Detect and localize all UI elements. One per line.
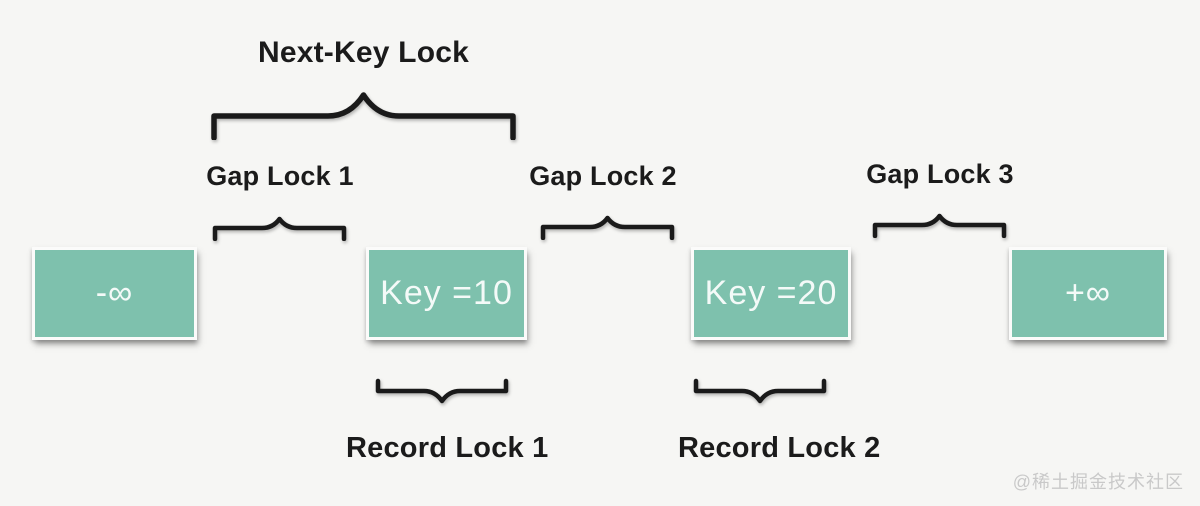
next-key-lock-label: Next-Key Lock	[257, 36, 469, 69]
node-key-20-label: Key =20	[704, 274, 838, 312]
gap-lock-1-label: Gap Lock 1	[206, 161, 354, 191]
node-key-20: Key =20	[691, 247, 851, 340]
record-lock-2-label: Record Lock 2	[678, 432, 881, 464]
gap-lock-2-brace	[540, 215, 675, 240]
node-negative-infinity-label: -∞	[95, 274, 134, 312]
node-positive-infinity-label: +∞	[1064, 274, 1112, 312]
gap-lock-2-label: Gap Lock 2	[529, 161, 677, 191]
record-lock-2-brace	[693, 378, 827, 404]
node-key-10: Key =10	[366, 247, 527, 340]
gap-lock-3-label: Gap Lock 3	[866, 159, 1014, 189]
node-negative-infinity: -∞	[32, 247, 197, 340]
watermark: @稀土掘金技术社区	[1012, 472, 1184, 492]
record-lock-1-label: Record Lock 1	[346, 432, 549, 464]
gap-lock-1-brace	[212, 216, 347, 241]
gap-lock-3-brace	[872, 213, 1007, 238]
next-key-lock-brace	[211, 92, 516, 140]
node-key-10-label: Key =10	[380, 274, 513, 312]
node-positive-infinity: +∞	[1009, 247, 1167, 340]
record-lock-1-brace	[375, 378, 509, 404]
